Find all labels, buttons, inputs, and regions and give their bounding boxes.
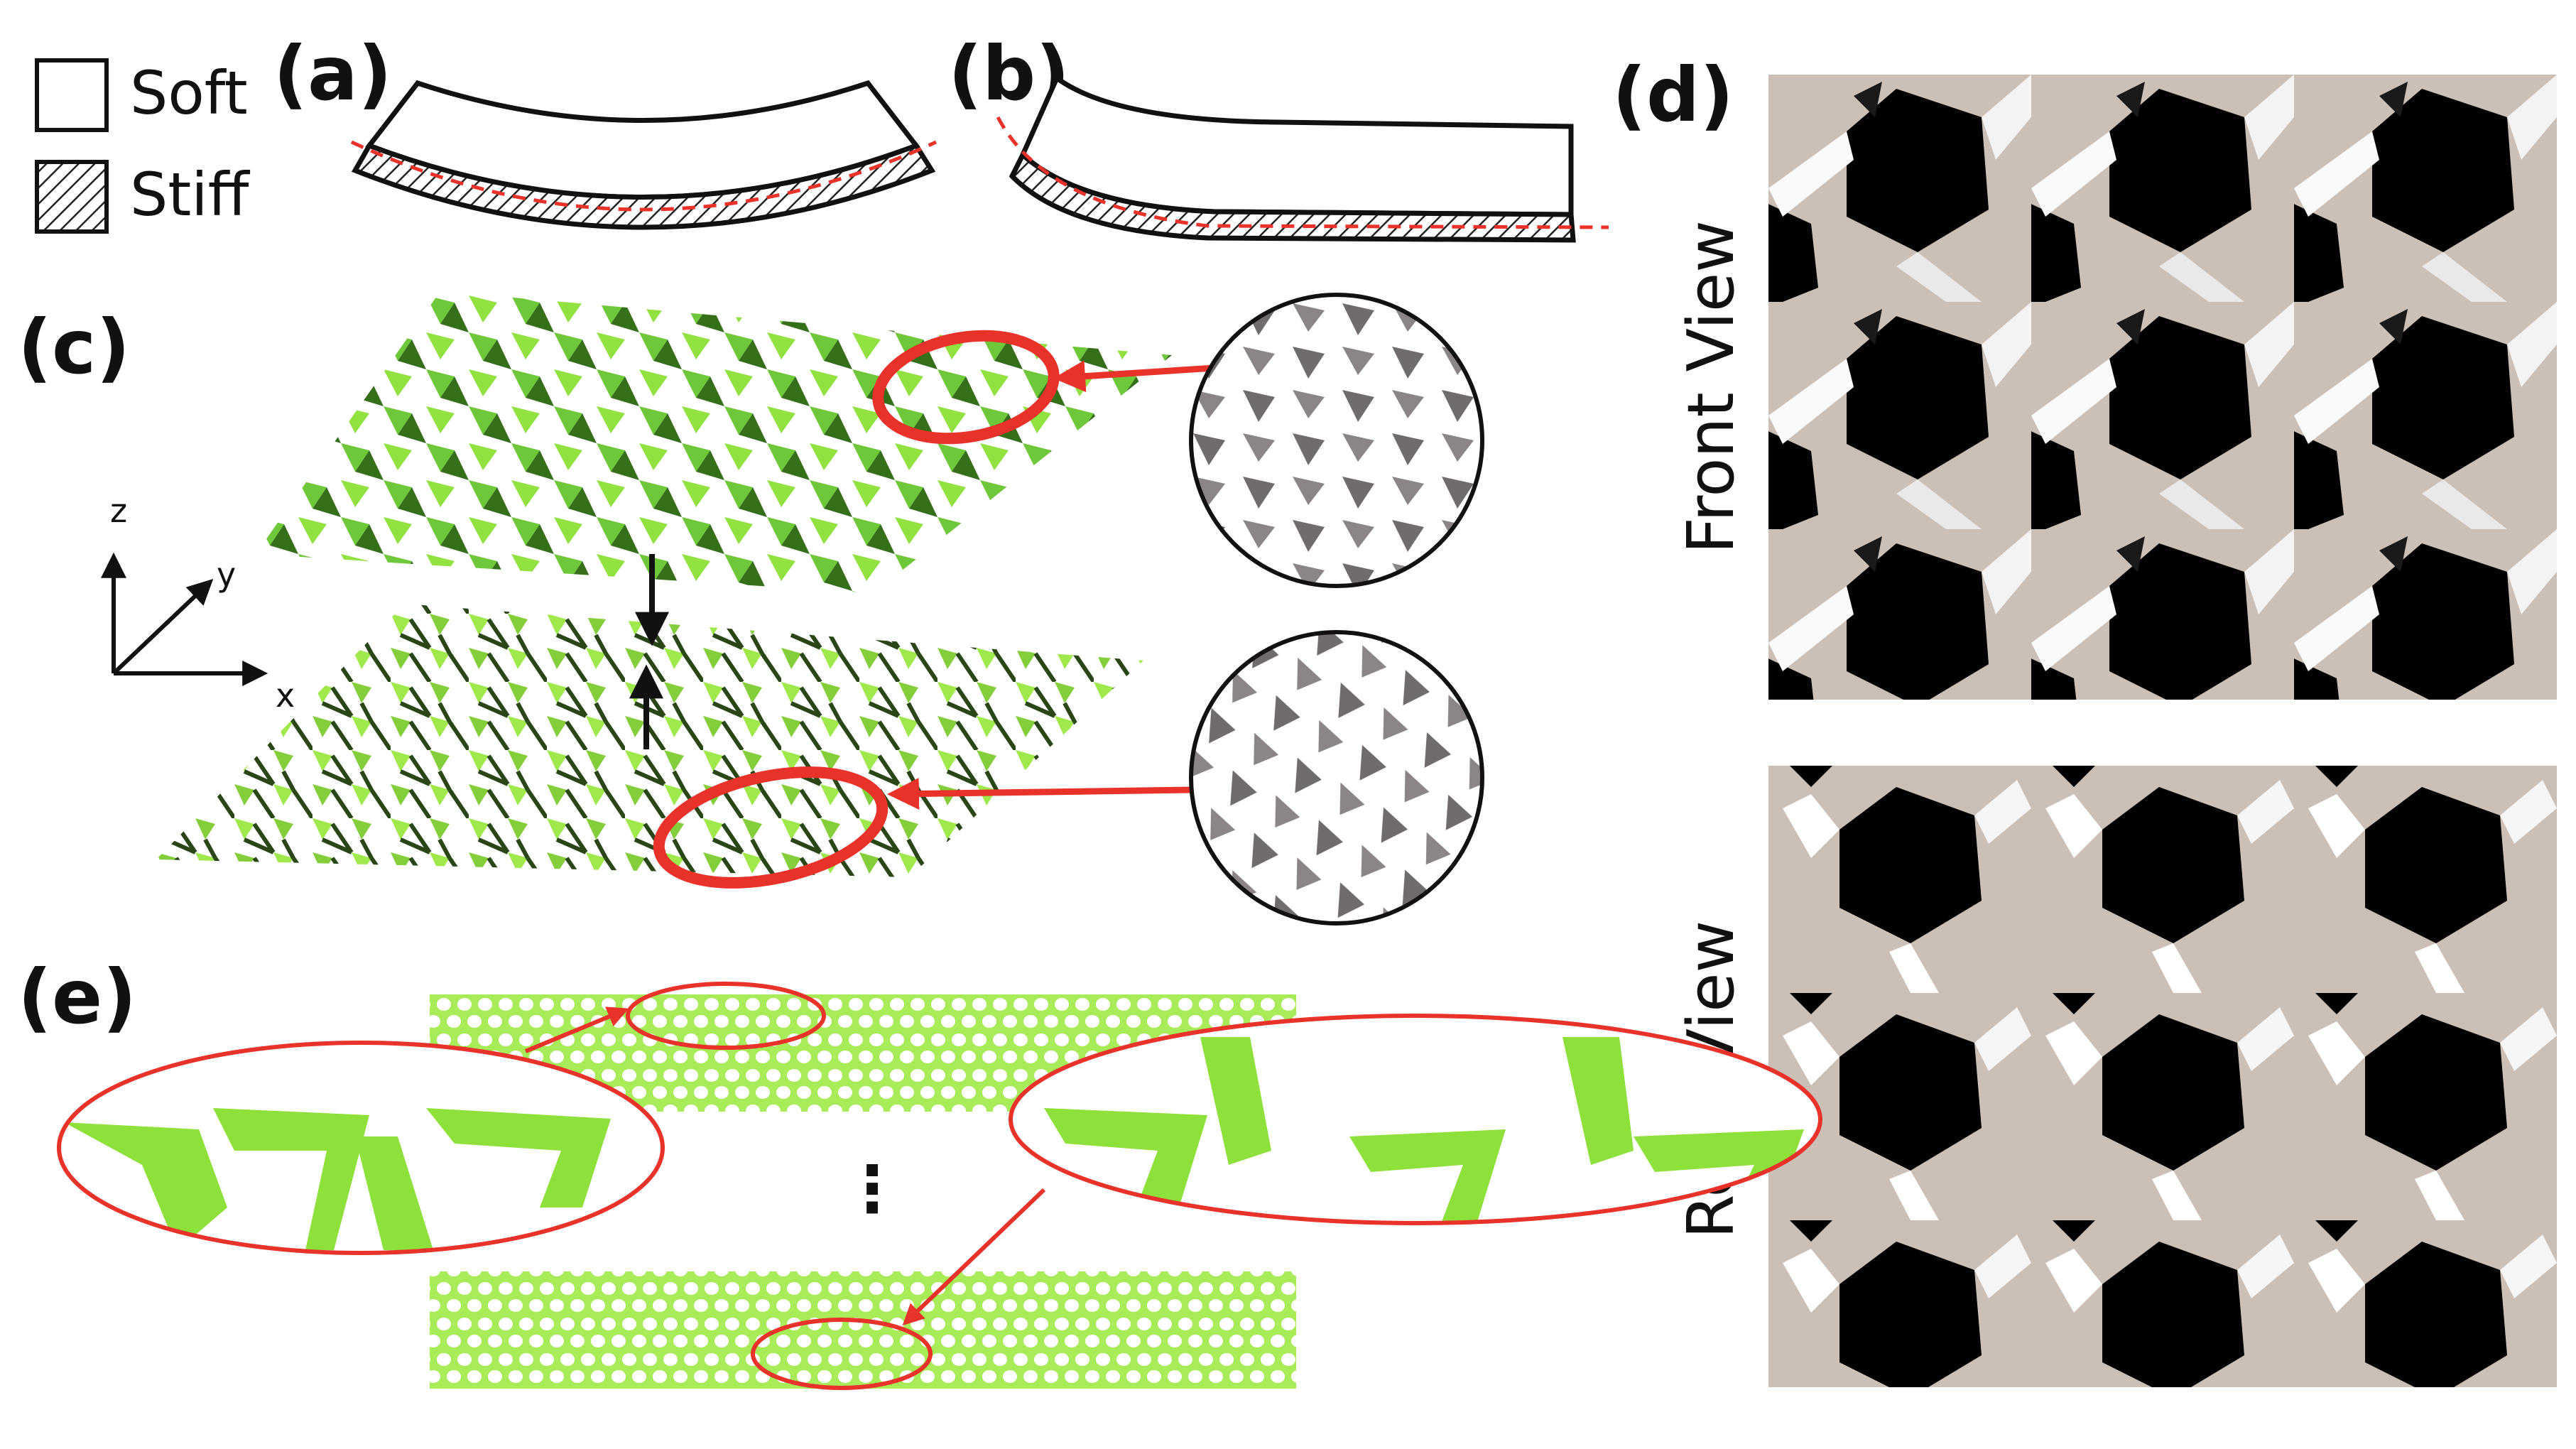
neutral-axis-b <box>996 116 1609 229</box>
panel-label-c: (c) <box>18 304 130 391</box>
small-ellipse-bottom <box>751 1318 933 1390</box>
front-view-render <box>1768 75 2557 700</box>
rear-view-render <box>1768 766 2557 1387</box>
xyz-axes: z y x <box>101 492 295 715</box>
zoom-ellipse-left <box>57 1041 665 1255</box>
legend-stiff-label: Stiff <box>130 160 251 229</box>
bottom-lattice-sheet <box>156 604 1143 877</box>
panel-label-e: (e) <box>18 954 136 1041</box>
zoom-arrow-top <box>1053 360 1215 393</box>
zoom-arrow-bottom <box>887 777 1194 810</box>
neutral-axis-a <box>350 140 938 212</box>
front-view-label: Front View <box>1674 220 1749 554</box>
zoom-circle-top <box>1189 293 1484 588</box>
top-lattice-sheet <box>256 291 1172 593</box>
zoom-arrow-left <box>524 1006 629 1053</box>
panel-label-d: (d) <box>1612 52 1734 139</box>
legend-soft-label: Soft <box>130 58 248 128</box>
ellipsis-dots: ⋮ <box>840 1152 904 1227</box>
panel-c-lattices <box>156 291 1536 977</box>
zoom-ellipse-right <box>1009 1014 1822 1225</box>
panel-d-renders: Front View Rear View <box>1674 75 2557 1387</box>
legend: Soft Stiff <box>35 58 251 234</box>
lattice-strip-bottom <box>430 1271 1296 1389</box>
axis-label-z: z <box>110 492 127 530</box>
panel-a-bilayer-bent <box>350 80 938 230</box>
axis-label-x: x <box>276 676 295 715</box>
highlight-ellipse-bottom <box>653 766 888 889</box>
zoom-circle-bottom <box>1137 578 1536 977</box>
panel-b-bilayer-partial <box>996 74 1609 243</box>
axis-label-y: y <box>217 555 236 594</box>
panel-e-strips: ⋮ <box>57 982 1822 1390</box>
legend-stiff-swatch <box>35 160 109 234</box>
legend-soft-swatch <box>35 58 109 132</box>
zoom-arrow-right <box>902 1188 1046 1326</box>
stiff-layer-a <box>351 142 936 230</box>
panel-label-a: (a) <box>273 31 392 117</box>
stiff-layer-b <box>1009 151 1576 243</box>
